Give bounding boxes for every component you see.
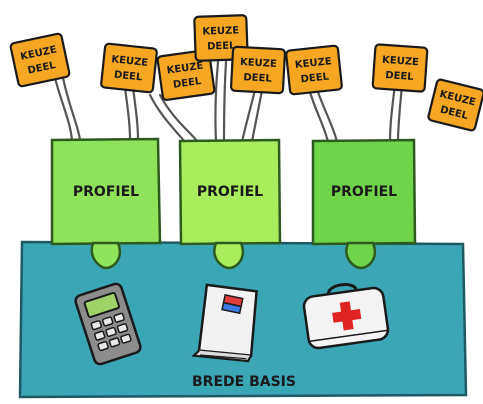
profile-block-2: [178, 138, 282, 246]
choice-tag-5-line2: DEEL: [243, 72, 272, 85]
choice-tag-2: KEUZE DEEL: [100, 42, 158, 94]
book-icon: [191, 283, 258, 363]
profile-block-3: [311, 138, 417, 246]
tag-strings: [53, 60, 404, 144]
base-label: BREDE BASIS: [192, 374, 296, 390]
choice-tag-4-line1: KEUZE: [202, 25, 239, 37]
choice-tag-2-line2: DEEL: [113, 70, 143, 84]
choice-tag-5: KEUZE DEEL: [229, 45, 287, 95]
profile-label-1: PROFIEL: [73, 184, 139, 200]
choice-tag-6-line2: DEEL: [300, 71, 330, 85]
choice-tag-1: KEUZE DEEL: [9, 32, 71, 88]
calculator-icon: [74, 282, 142, 366]
choice-tag-3-line1: KEUZE: [166, 61, 204, 77]
choice-tag-5-line1: KEUZE: [240, 57, 277, 70]
first-aid-kit-icon: [302, 283, 390, 350]
choice-tags: KEUZE DEEL KEUZE DEEL KEUZE DEEL KEUZE D…: [9, 14, 483, 132]
profile-label-3: PROFIEL: [331, 184, 397, 200]
choice-tag-7: KEUZE DEEL: [371, 43, 429, 93]
choice-tag-7-line1: KEUZE: [382, 55, 420, 69]
choice-tag-2-line1: KEUZE: [111, 54, 149, 69]
choice-tag-6-line1: KEUZE: [294, 56, 332, 71]
choice-tag-6: KEUZE DEEL: [285, 44, 343, 96]
choice-tag-3-line2: DEEL: [172, 76, 202, 91]
profile-blocks: [50, 137, 417, 270]
profile-block-1: [50, 137, 162, 246]
choice-tag-7-line2: DEEL: [385, 70, 415, 83]
choice-tag-4-line2: DEEL: [207, 40, 236, 52]
choice-tag-8: KEUZE DEEL: [427, 78, 483, 132]
choice-tag-3: KEUZE DEEL: [156, 49, 216, 101]
profile-label-2: PROFIEL: [197, 184, 263, 200]
